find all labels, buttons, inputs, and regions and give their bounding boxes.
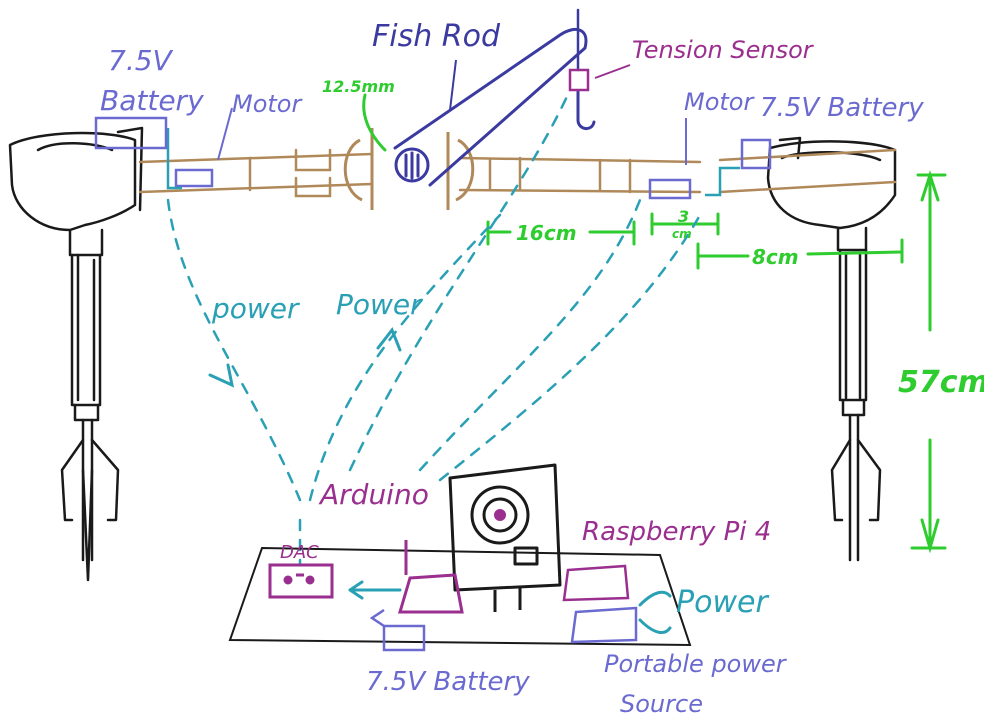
wire-arduino-to-right-rail [308,213,502,502]
right-tripod-stand [766,136,897,562]
power-wires [166,88,702,567]
rod-size-leader [362,93,387,152]
fish-rod [393,8,596,187]
dim-3cm-unit: cm [672,227,692,241]
rod-size-label: 12.5mm [322,77,395,96]
dim-8cm-label: 8cm [752,245,799,269]
portable-power-label-2: Source [620,690,703,718]
horizontal-rail [138,148,897,198]
wire-arduino-to-right-motor-2 [438,213,702,482]
tension-sensor [568,64,631,92]
wire-arduino-to-right-motor [418,198,642,472]
right-motor [648,166,740,200]
camera-box [448,463,562,612]
dim-3cm-number: 3 [678,207,689,226]
right-battery-top [740,138,772,170]
battery-top-right-label: 7.5V Battery [760,93,924,123]
dim-16cm-label: 16cm [516,221,577,245]
battery-top-left-voltage: 7.5V [108,44,174,77]
left-battery-top [94,116,168,150]
power-arrowheads [208,327,672,634]
wire-arduino-to-tension [348,88,572,472]
dimension-lines [362,93,947,554]
power-left-label: power [211,292,300,325]
raspberry-pi-board [562,564,630,602]
dim-8cm-line [696,250,904,258]
rod-pivot-circle [394,147,430,183]
fish-rod-arrow [449,59,457,111]
rod-pivot-clamp [343,128,475,210]
battery-bottom-label: 7.5V Battery [366,667,530,697]
power-right-label: Power [676,585,769,620]
fish-rod-label: Fish Rod [372,19,501,54]
table-outline [228,546,692,647]
wire-left-battery-to-arduino [166,198,302,502]
raspberry-pi-label: Raspberry Pi 4 [582,517,771,547]
motor-right-label: Motor [684,88,755,116]
dac-box [268,563,334,599]
arduino-label: Arduino [318,478,429,511]
power-center-label: Power [336,288,423,321]
dac-label: DAC [280,542,319,563]
battery-top-left-label: Battery [100,84,204,117]
camera-lens-dot [494,509,506,521]
motor-left-arrow [217,107,233,161]
portable-power-box [570,606,638,644]
arduino-board [397,540,464,614]
left-tripod-stand [8,126,144,582]
left-motor [166,128,214,190]
tension-sensor-label: Tension Sensor [632,36,815,64]
dim-57cm-label: 57cm [898,365,984,400]
motor-left-label: Motor [232,90,303,118]
portable-power-label-1: Portable power [604,650,788,678]
battery-bottom-box [369,608,426,652]
